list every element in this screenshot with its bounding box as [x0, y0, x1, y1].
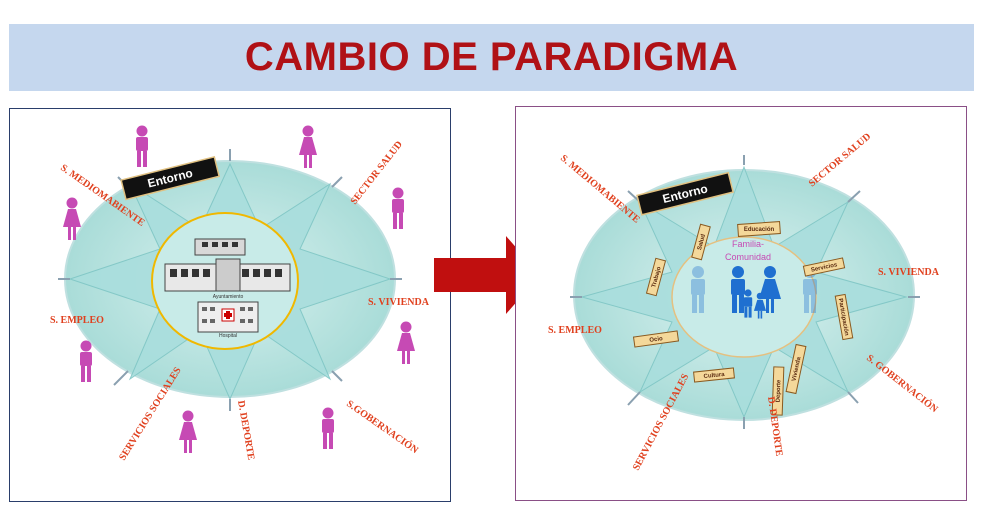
right-diagram-panel: Familia- Comunidad Entorno Educación Sal… [515, 106, 967, 501]
label-vivienda: S. VIVIENDA [368, 297, 430, 308]
tag-ocio: Ocio [632, 330, 680, 348]
tag-salud: Salud [691, 223, 711, 261]
label-empleo: S. EMPLEO [50, 315, 104, 326]
hospital-label: Hospital [219, 333, 237, 339]
tag-trabajo: Trabajo [645, 257, 667, 297]
svg-text:Servicios: Servicios [811, 262, 839, 274]
svg-text:Deporte: Deporte [776, 379, 783, 403]
title-bar: CAMBIO DE PARADIGMA [9, 24, 974, 91]
person-icon [179, 410, 197, 453]
person-icon [392, 187, 404, 229]
label-gobernacion: S.GOBERNACIÓN [344, 398, 421, 457]
svg-text:Cultura: Cultura [703, 372, 725, 380]
right-diagram: Familia- Comunidad Entorno Educación Sal… [548, 131, 941, 472]
left-diagram: Ayuntamiento Hospital Entorno S. MEDIOMA… [50, 125, 430, 463]
person-icon [397, 321, 415, 364]
tag-deporte: Deporte [771, 366, 785, 416]
person-icon [299, 125, 317, 168]
svg-text:Ocio: Ocio [649, 336, 663, 344]
label-deporte: D. DEPORTE [235, 400, 256, 462]
townhall-label: Ayuntamiento [213, 294, 244, 300]
center-label-comunidad: Comunidad [725, 252, 771, 262]
svg-text:Trabajo: Trabajo [651, 266, 662, 288]
tag-cultura: Cultura [693, 367, 735, 383]
tag-servicios: Servicios [802, 257, 846, 277]
svg-text:Educación: Educación [744, 227, 775, 233]
person-icon [322, 407, 334, 449]
tag-educacion: Educación [737, 221, 781, 237]
label-mediomabiente: S. MEDIOMABIENTE [558, 153, 642, 226]
svg-text:Vivienda: Vivienda [791, 356, 802, 382]
label-empleo: S. EMPLEO [548, 325, 602, 336]
left-diagram-panel: Ayuntamiento Hospital Entorno S. MEDIOMA… [9, 108, 451, 502]
person-icon [80, 340, 92, 382]
svg-text:Salud: Salud [697, 233, 707, 251]
label-sector-salud: SECTOR SALUD [807, 131, 873, 189]
tag-vivienda: Vivienda [785, 343, 807, 395]
label-vivienda: S. VIVIENDA [878, 267, 940, 278]
townhall-building-icon [164, 238, 291, 292]
center-label-familia: Familia- [732, 239, 764, 249]
label-gobernacion: S. GOBERNACIÓN [864, 352, 941, 416]
entorno-tag: Entorno [636, 171, 735, 216]
hospital-building-icon [197, 301, 259, 333]
tag-participacion: Participación [834, 293, 854, 341]
page-title: CAMBIO DE PARADIGMA [244, 35, 739, 79]
person-icon [136, 125, 148, 167]
